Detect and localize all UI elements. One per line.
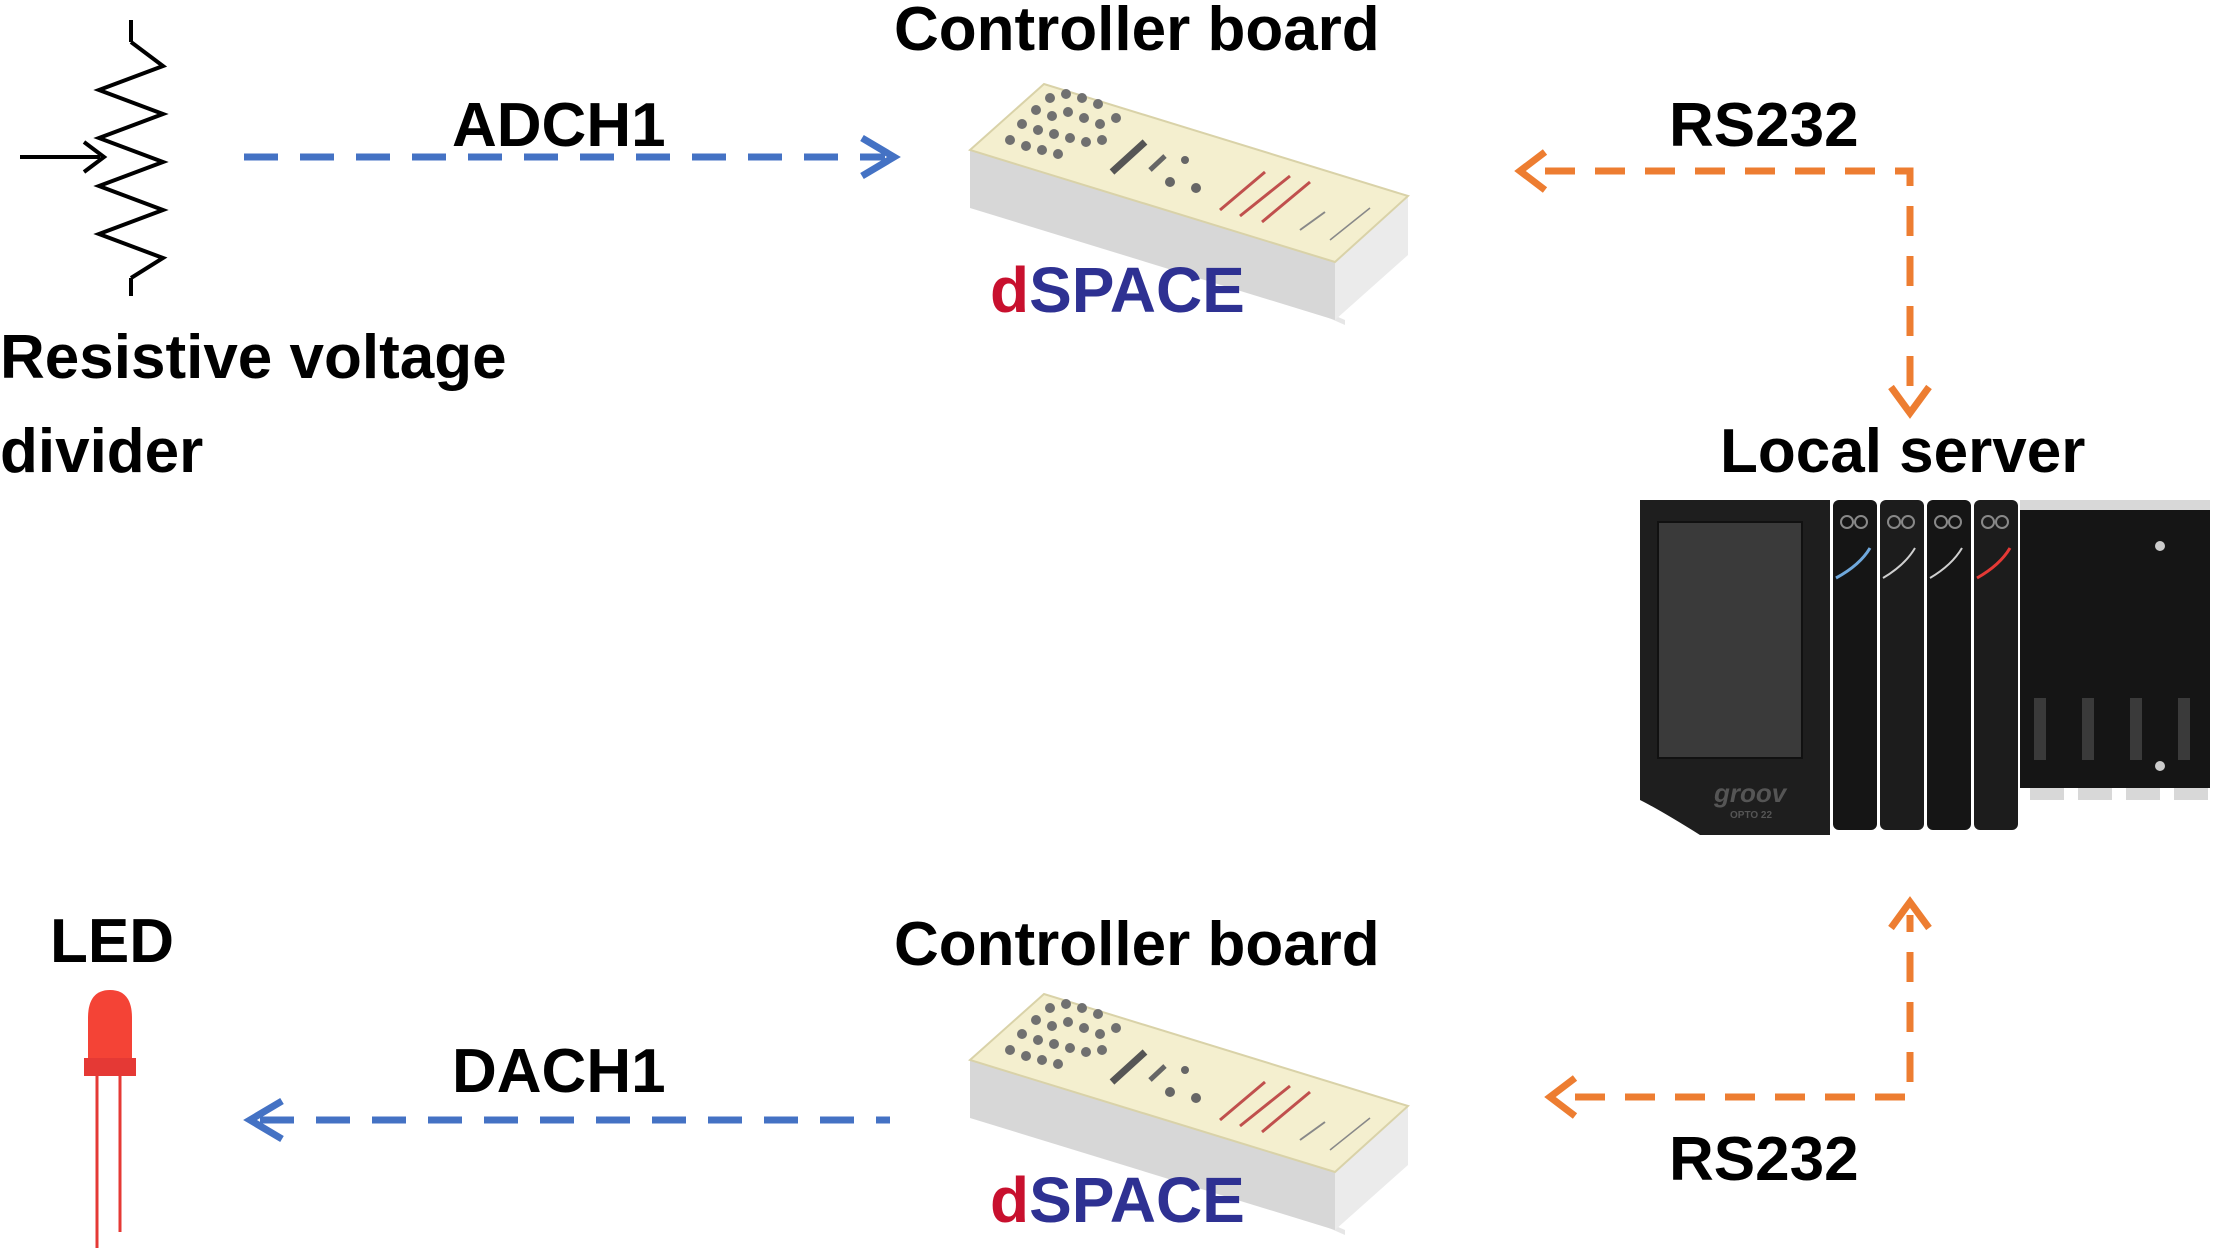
rs232-bottom-label: RS232 (1669, 1125, 1859, 1194)
rs232-top-label: RS232 (1669, 91, 1859, 160)
rs232-top-link (1545, 167, 1914, 398)
controller-top-label: Controller board (894, 0, 1380, 64)
rs232-top-arrowhead-down (1888, 384, 1932, 419)
local-server-label: Local server (1720, 417, 2085, 486)
svg-text:OPTO 22: OPTO 22 (1730, 810, 1772, 821)
rs232-bottom-arrowhead-up (1888, 896, 1932, 931)
dach-label: DACH1 (452, 1037, 666, 1106)
dspace-logo-top: dSPACE (990, 254, 1245, 326)
rs232-top-arrowhead-left (1514, 149, 1548, 193)
adch-arrowhead (860, 134, 901, 180)
potentiometer-icon (20, 20, 169, 296)
controller-bottom-label: Controller board (894, 910, 1380, 979)
led-label: LED (50, 907, 174, 976)
resistive-label-line1: Resistive voltage (0, 323, 507, 392)
svg-text:groov: groov (1713, 778, 1788, 808)
led-icon (84, 990, 136, 1248)
dach-arrowhead (243, 1097, 284, 1143)
dspace-board-icon (968, 82, 1410, 325)
rs232-bottom-link (1575, 915, 1914, 1101)
rs232-bottom-arrowhead-left (1544, 1075, 1578, 1119)
dspace-logo-bottom: dSPACE (990, 1164, 1245, 1236)
dspace-board-icon (968, 992, 1410, 1235)
adch-label: ADCH1 (452, 91, 666, 160)
resistive-label-line2: divider (0, 417, 203, 486)
groov-server-icon: groov OPTO 22 (1640, 500, 2210, 835)
